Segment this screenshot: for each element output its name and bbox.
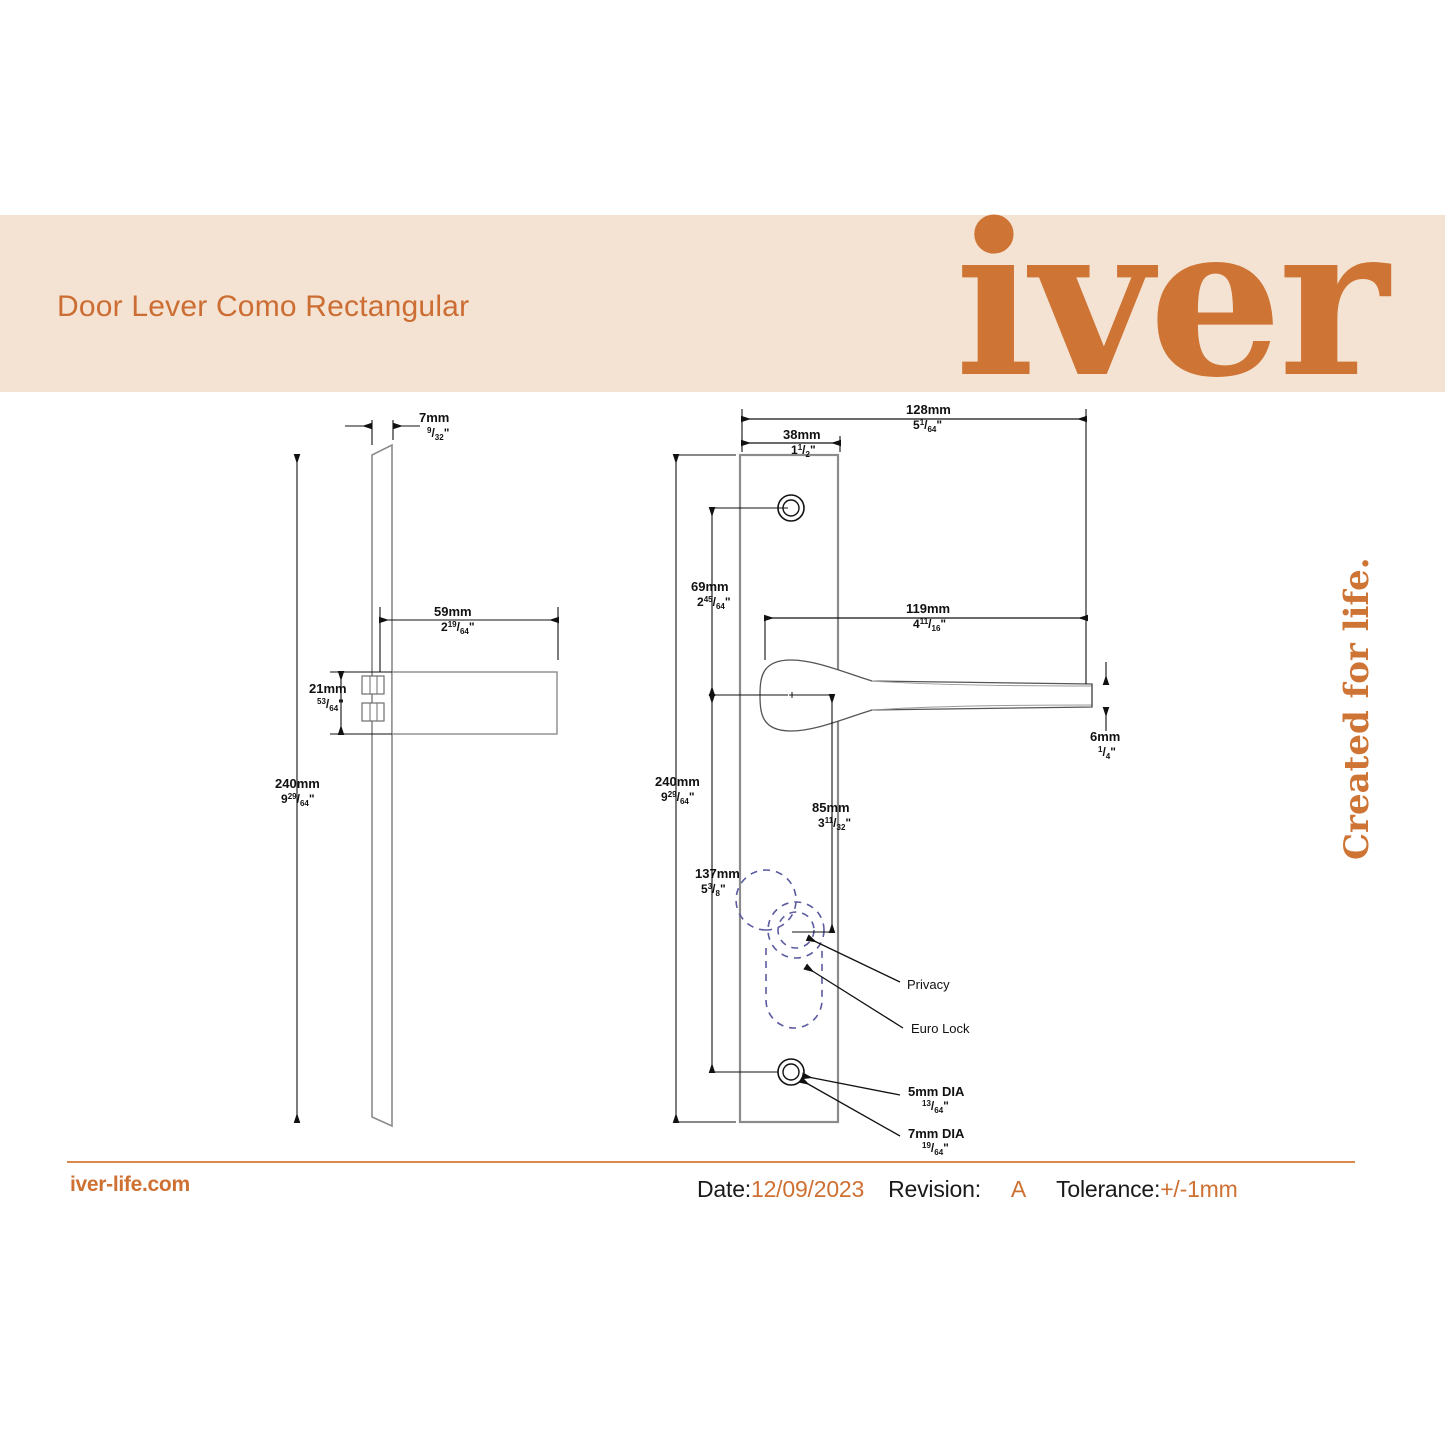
dim-frac-119mm: 411/16" [913,617,946,633]
lever-handle [759,659,1093,732]
dim-side-length: 240mm 929/64" [275,454,320,1123]
dim-side-lever-height: 21mm 53/64" [309,671,392,735]
dim-front-total-width: 128mm 51/64" [741,402,1087,684]
dim-label-119mm: 119mm [906,601,950,616]
callout-frac-5mm-dia: 13/64" [922,1099,949,1115]
date-value: 12/09/2023 [750,1176,865,1202]
dim-frac-69mm: 245/64" [697,595,731,611]
tolerance-value: +/-1mm [1160,1176,1238,1202]
dim-frac-240mm-side: 929/64" [281,792,315,808]
side-spindle-detail [361,675,385,722]
callout-euro-lock: Euro Lock [803,963,970,1036]
side-view: 7mm 9/32" 59mm 219/64" 21mm [275,410,559,1128]
bottom-screw-hole [777,1058,805,1086]
dim-label-69mm: 69mm [691,579,729,594]
dim-label-6mm: 6mm [1090,729,1120,744]
header-band [0,215,1445,392]
dim-side-thickness: 7mm 9/32" [345,410,449,445]
front-backplate [738,453,840,1124]
dim-label-7mm: 7mm [419,410,449,425]
euro-cylinder-outline [735,869,825,1029]
page-title: Door Lever Como Rectangular [57,290,470,323]
callout-label-euro-lock: Euro Lock [911,1021,970,1036]
revision-value: A [1010,1176,1027,1202]
dim-front-85mm: 85mm 311/32" [792,694,851,933]
dim-label-240mm-side: 240mm [275,776,320,791]
dim-frac-128mm: 51/64" [913,418,942,434]
footer-divider [67,1161,1355,1163]
callout-frac-7mm-dia: 19/64" [922,1141,949,1157]
tolerance-label: Tolerance: [1056,1176,1161,1202]
dim-label-128mm: 128mm [906,402,951,417]
dim-label-240mm-front: 240mm [655,774,700,789]
dim-front-plate-width: 38mm 11/2" [741,427,841,459]
dim-front-69mm: 69mm 245/64" [691,507,788,696]
dim-label-38mm: 38mm [783,427,821,442]
front-view: 128mm 51/64" 38mm 11/2" 69mm [655,402,1120,1157]
callout-5mm-dia: 5mm DIA 13/64" [801,1072,965,1115]
dim-front-lever-length: 119mm 411/16" [764,601,1088,660]
callout-label-5mm-dia: 5mm DIA [908,1084,965,1099]
dim-front-137mm: 137mm 53/8" [695,694,778,1073]
revision-label: Revision: [888,1176,981,1202]
callout-label-7mm-dia: 7mm DIA [908,1126,965,1141]
footer-metadata: Date:12/09/2023 Revision: A Tolerance:+/-1m… [697,1176,1238,1203]
dim-front-lever-thickness: 6mm 1/4" [1090,662,1120,761]
dim-frac-7mm: 9/32" [427,426,449,442]
dim-label-59mm: 59mm [434,604,472,619]
dim-frac-59mm: 219/64" [441,620,475,636]
dim-frac-6mm: 1/4" [1098,745,1116,761]
top-screw-hole [777,494,805,522]
callout-label-privacy: Privacy [907,977,950,992]
dim-label-137mm: 137mm [695,866,740,881]
dim-front-plate-length: 240mm 929/64" [655,454,736,1123]
callout-privacy: Privacy [805,934,950,992]
dim-frac-85mm: 311/32" [818,816,851,832]
iver-logo: iver [955,177,1389,424]
dim-label-21mm: 21mm [309,681,347,696]
side-backplate [371,443,393,1128]
footer-website[interactable]: iver-life.com [70,1173,190,1196]
dim-frac-137mm: 53/8" [701,882,726,898]
dim-label-85mm: 85mm [812,800,850,815]
side-lever-body [391,671,558,735]
dim-side-projection: 59mm 219/64" [379,604,559,672]
dim-frac-240mm-front: 929/64" [661,790,695,806]
dim-frac-21mm: 53/64" [317,697,344,713]
date-label: Date: [697,1176,751,1202]
callout-7mm-dia: 7mm DIA 19/64" [798,1076,965,1157]
dim-frac-38mm: 11/2" [791,443,816,459]
